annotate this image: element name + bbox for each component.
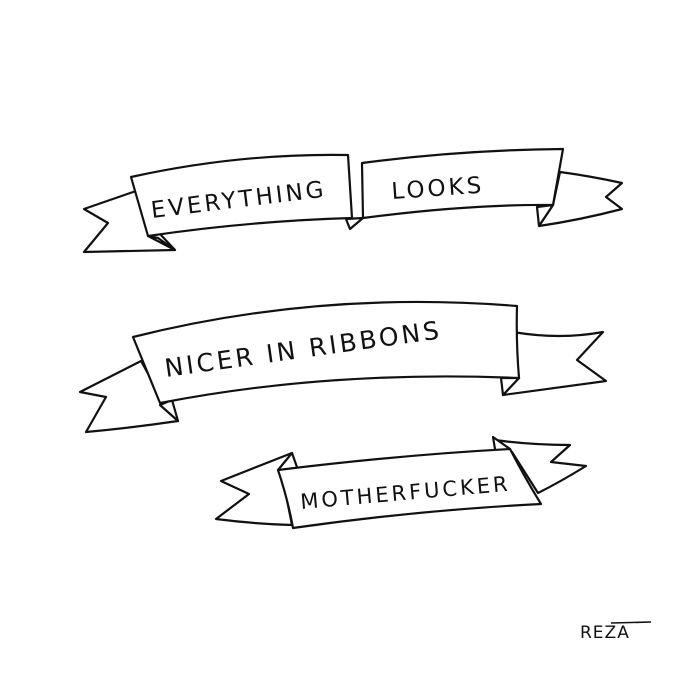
- artist-signature: REZA: [580, 623, 630, 643]
- ribbon-1-panel-left: [129, 153, 354, 238]
- ribbon-2-panel: [131, 300, 521, 405]
- ribbon-1: [82, 147, 624, 254]
- ribbon-1-middle-fold: [344, 216, 365, 231]
- ribbon-1-text-right: LOOKS: [391, 173, 485, 205]
- ribbon-2-right-tail: [501, 330, 608, 397]
- ribbon-3-right-tail: [493, 438, 588, 495]
- signature-stroke: [610, 621, 652, 624]
- ribbon-3-left-tail: [214, 451, 294, 527]
- ribbon-3-panel: [276, 447, 543, 530]
- ribbon-2: [78, 300, 608, 434]
- ribbon-3: [214, 435, 588, 530]
- ribbon-1-panel-right: [360, 147, 565, 220]
- ribbon-1-left-fold: [146, 234, 177, 252]
- ribbon-1-right-tail: [537, 170, 624, 228]
